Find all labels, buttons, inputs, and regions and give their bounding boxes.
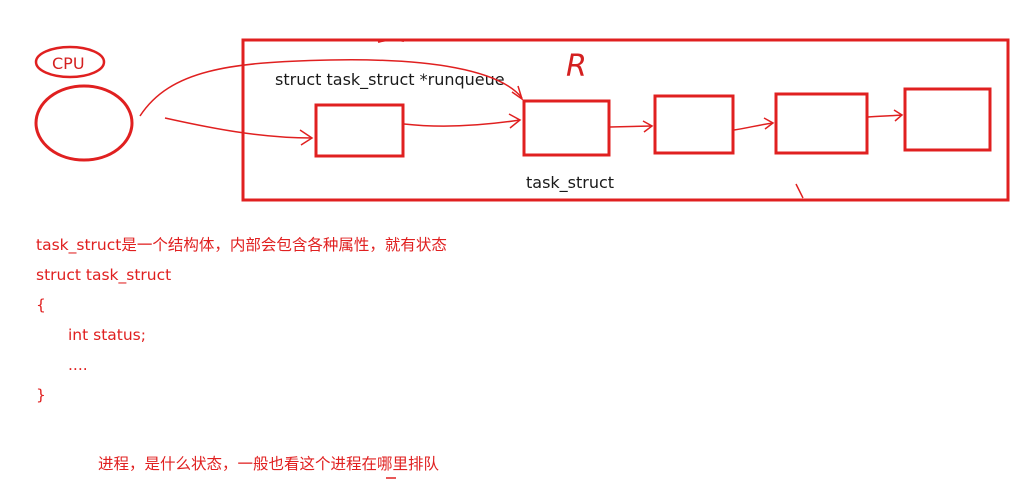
- task-node-3: [653, 94, 735, 155]
- stray-mark-bottom: [795, 183, 804, 199]
- node3-to-node4-arrow: [733, 122, 774, 131]
- stray-mark-top: [377, 38, 405, 43]
- note-line-2: struct task_struct: [36, 266, 172, 284]
- note-line-4: int status;: [68, 326, 146, 344]
- r-mark: R: [566, 49, 587, 84]
- note-line-1: task_struct是一个结构体，内部会包含各种属性，就有状态: [36, 236, 447, 254]
- arrowhead-node3: [642, 120, 654, 133]
- cpu-label-ring: [34, 45, 106, 79]
- task-struct-label: task_struct: [526, 173, 614, 193]
- task-node-1: [314, 103, 405, 158]
- node1-to-node2-arrow: [403, 119, 521, 127]
- arrowhead-node2: [508, 113, 522, 129]
- cpu-to-node1-arrow: [164, 117, 313, 139]
- arrowhead-node5: [893, 109, 904, 122]
- node4-to-node5-arrow: [867, 114, 903, 118]
- cpu-label: CPU: [52, 54, 85, 73]
- notes-block: task_struct是一个结构体，内部会包含各种属性，就有状态 struct …: [36, 230, 447, 410]
- node2-to-node3-arrow: [609, 125, 653, 128]
- runqueue-label: struct task_struct *runqueue: [275, 70, 505, 90]
- note-line-6: }: [36, 386, 46, 404]
- note-line-5: ....: [68, 356, 88, 374]
- runqueue-container: [241, 38, 1010, 202]
- task-node-2: [522, 99, 611, 157]
- arrowhead-node4: [763, 117, 775, 130]
- arrowhead-curve: [511, 85, 524, 101]
- note-line-3: {: [36, 296, 46, 314]
- cpu-to-runqueue-curve: [139, 59, 523, 117]
- task-node-5: [903, 87, 992, 152]
- task-node-4: [774, 92, 869, 155]
- footer-note: 进程，是什么状态，一般也看这个进程在哪里排队: [98, 455, 440, 473]
- cpu-ellipse: [34, 84, 134, 162]
- arrowhead-node1: [299, 129, 314, 146]
